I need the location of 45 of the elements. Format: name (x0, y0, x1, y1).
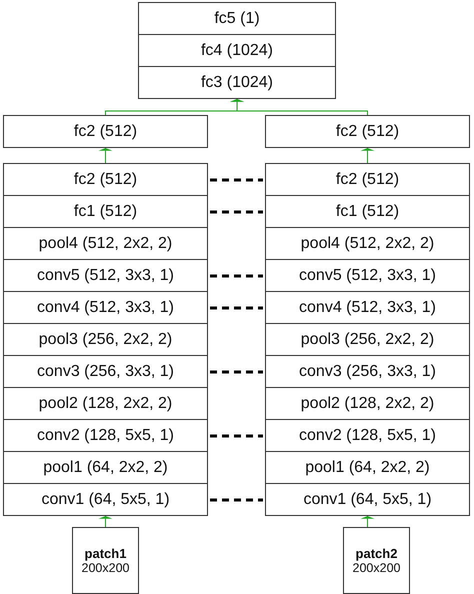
layer-box: pool4 (512, 2x2, 2) (265, 227, 470, 260)
layer-box: fc1 (512) (3, 195, 208, 228)
layer-box: conv4 (512, 3x3, 1) (3, 291, 208, 324)
input-box (343, 527, 410, 594)
layer-box: pool3 (256, 2x2, 2) (3, 323, 208, 356)
layer-box: conv2 (128, 5x5, 1) (265, 419, 470, 452)
arrow (360, 148, 374, 164)
layer-box: conv1 (64, 5x5, 1) (3, 483, 208, 516)
layer-box: pool2 (128, 2x2, 2) (265, 387, 470, 420)
arrow (98, 516, 112, 528)
arrow (360, 516, 374, 528)
layer-box: conv4 (512, 3x3, 1) (265, 291, 470, 324)
layer-box: conv3 (256, 3x3, 1) (3, 355, 208, 388)
dashed-connector (210, 306, 263, 310)
input-name: patch1 (84, 546, 126, 561)
layer-box: pool3 (256, 2x2, 2) (265, 323, 470, 356)
layer-box: fc4 (1024) (138, 34, 336, 67)
dashed-connector (210, 498, 263, 502)
input-name: patch2 (356, 546, 398, 561)
dashed-connector (210, 210, 263, 214)
layer-box: pool1 (64, 2x2, 2) (265, 451, 470, 484)
layer-box: conv1 (64, 5x5, 1) (265, 483, 470, 516)
layer-box: conv3 (256, 3x3, 1) (265, 355, 470, 388)
input-size: 200x200 (82, 561, 130, 575)
dashed-connector (210, 274, 263, 278)
layer-box: pool1 (64, 2x2, 2) (3, 451, 208, 484)
layer-box: fc3 (1024) (138, 66, 336, 99)
layer-box: pool4 (512, 2x2, 2) (3, 227, 208, 260)
layer-box: conv5 (512, 3x3, 1) (3, 259, 208, 292)
layer-box: fc2 (512) (3, 163, 208, 196)
input-size: 200x200 (352, 561, 400, 575)
arrow (98, 148, 112, 164)
input-box (72, 527, 139, 594)
layer-box: fc2 (512) (3, 115, 208, 148)
layer-box: fc2 (512) (265, 115, 470, 148)
arrow (230, 98, 368, 116)
layer-box: fc2 (512) (265, 163, 470, 196)
dashed-connector (210, 178, 263, 182)
layer-box: fc5 (1) (138, 2, 336, 35)
dashed-connector (210, 434, 263, 438)
layer-box: fc1 (512) (265, 195, 470, 228)
layer-box: conv2 (128, 5x5, 1) (3, 419, 208, 452)
layer-box: conv5 (512, 3x3, 1) (265, 259, 470, 292)
layer-box: pool2 (128, 2x2, 2) (3, 387, 208, 420)
dashed-connector (210, 370, 263, 374)
